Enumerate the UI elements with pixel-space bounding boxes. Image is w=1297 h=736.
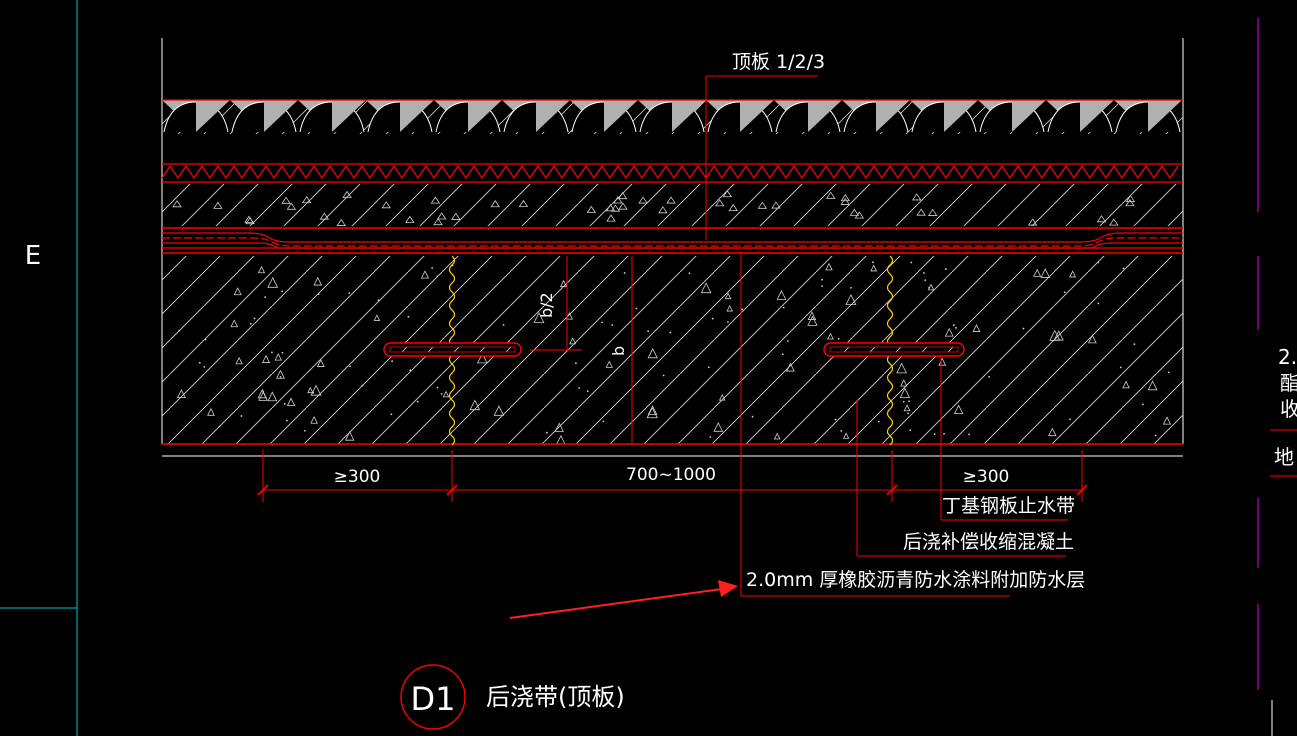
soil-layer: [162, 99, 1183, 134]
svg-text:酯: 酯: [1280, 371, 1297, 395]
annotation-arrow: [509, 580, 738, 619]
dimension-middle: 700~1000: [626, 465, 716, 485]
waterproof-membrane: [162, 227, 1183, 254]
screed-layer: [162, 184, 1183, 226]
thickness-dimensions: [530, 256, 633, 444]
roof-slab-label: 顶板 1/2/3: [732, 51, 825, 73]
detail-title: 后浇带(顶板): [486, 683, 625, 711]
roof-slab: [162, 256, 1183, 445]
detail-marker: [400, 664, 466, 730]
right-edge-lines: [1257, 18, 1297, 736]
protective-layer: [161, 163, 1183, 183]
dimension-right: ≥300: [963, 467, 1010, 487]
svg-text:2.: 2.: [1278, 345, 1297, 369]
half-thickness-label: b/2: [537, 292, 556, 318]
top-leader: [705, 75, 818, 240]
grid-axis-label: E: [25, 241, 41, 271]
callout-leaders: [740, 252, 1068, 597]
waterstop-callout: 丁基钢板止水带: [942, 495, 1075, 517]
thickness-label: b: [609, 346, 628, 356]
coating-callout: 2.0mm 厚橡胶沥青防水涂料附加防水层: [746, 569, 1085, 591]
side-text-fragments: 2. 酯 收 地: [1274, 345, 1297, 469]
svg-text:地: 地: [1274, 445, 1294, 469]
concrete-callout: 后浇补偿收缩混凝土: [903, 531, 1074, 553]
viewport-frame: [0, 0, 78, 736]
detail-id: D1: [411, 680, 456, 718]
waterstop-right: [823, 342, 965, 357]
waterstop-left: [383, 342, 522, 357]
dimension-chain: [162, 450, 1183, 502]
svg-text:收: 收: [1280, 397, 1297, 421]
dimension-left: ≥300: [334, 467, 381, 487]
